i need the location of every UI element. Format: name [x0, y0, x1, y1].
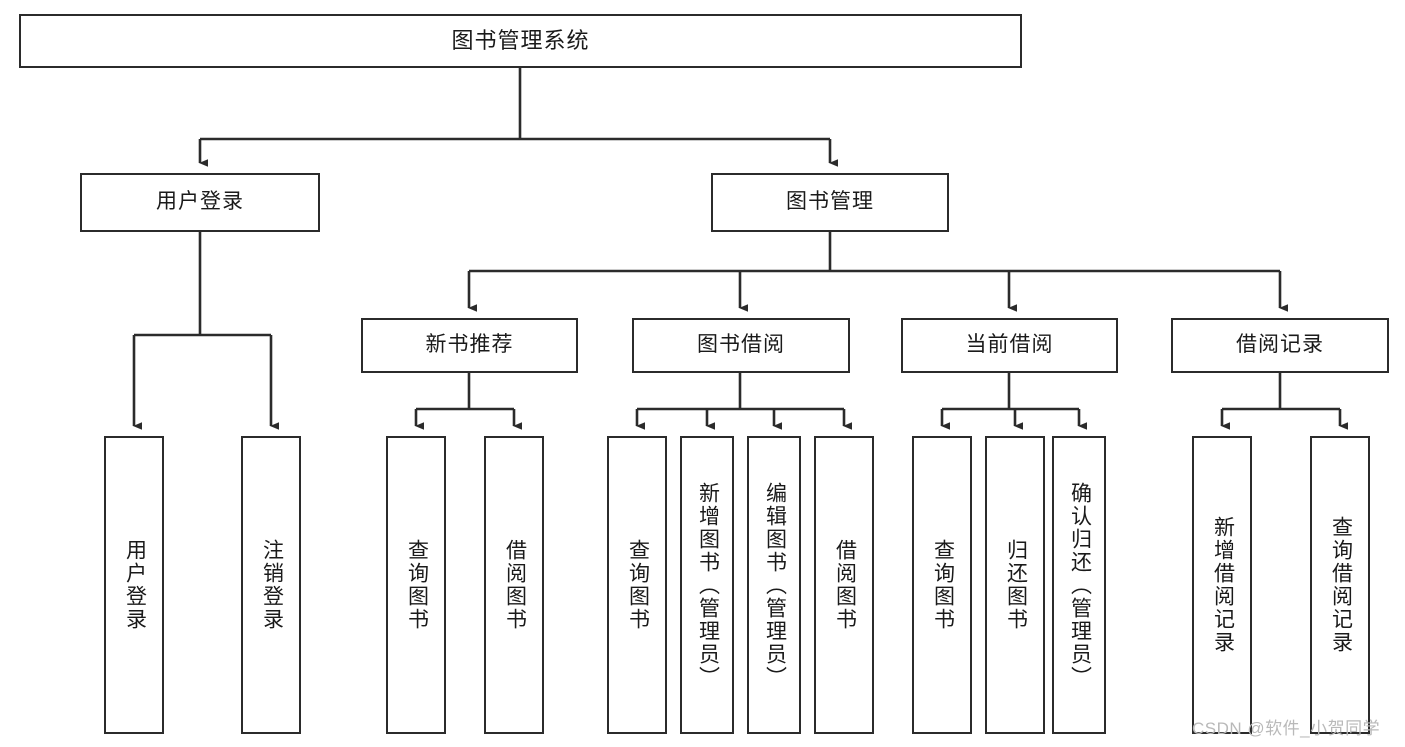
node-leaf-add-book-label: 新增图书（管理员）: [696, 481, 720, 689]
node-book-borrow-label: 图书借阅: [697, 333, 785, 357]
node-leaf-confirm-return[interactable]: 确认归还（管理员）: [1052, 436, 1106, 734]
node-book-manage[interactable]: 图书管理: [711, 173, 949, 232]
node-leaf-add-book[interactable]: 新增图书（管理员）: [680, 436, 734, 734]
node-new-book-rec-label: 新书推荐: [425, 333, 514, 357]
node-user-login[interactable]: 用户登录: [80, 173, 320, 232]
node-leaf-borrow-book-2[interactable]: 借阅图书: [814, 436, 874, 734]
node-leaf-query-book-2[interactable]: 查询图书: [607, 436, 667, 734]
node-leaf-edit-book[interactable]: 编辑图书（管理员）: [747, 436, 801, 734]
node-leaf-query-book-1[interactable]: 查询图书: [386, 436, 446, 734]
node-leaf-borrow-book-1-label: 借阅图书: [503, 539, 527, 631]
node-leaf-confirm-return-label: 确认归还（管理员）: [1068, 481, 1092, 689]
node-current-borrow[interactable]: 当前借阅: [901, 318, 1118, 373]
node-leaf-query-record-label: 查询借阅记录: [1329, 516, 1353, 654]
node-leaf-logout[interactable]: 注销登录: [241, 436, 301, 734]
node-leaf-return-book-label: 归还图书: [1004, 539, 1028, 631]
csdn-watermark: CSDN @软件_小贺同学: [1192, 719, 1381, 738]
node-leaf-query-book-3-label: 查询图书: [931, 539, 955, 631]
node-leaf-query-book-1-label: 查询图书: [405, 539, 429, 631]
node-leaf-add-record[interactable]: 新增借阅记录: [1192, 436, 1252, 734]
node-leaf-borrow-book-1[interactable]: 借阅图书: [484, 436, 544, 734]
node-user-login-label: 用户登录: [156, 190, 244, 214]
node-leaf-query-record[interactable]: 查询借阅记录: [1310, 436, 1370, 734]
node-book-manage-label: 图书管理: [786, 190, 874, 214]
node-book-borrow[interactable]: 图书借阅: [632, 318, 850, 373]
node-borrow-record[interactable]: 借阅记录: [1171, 318, 1389, 373]
node-new-book-rec[interactable]: 新书推荐: [361, 318, 578, 373]
node-root[interactable]: 图书管理系统: [19, 14, 1022, 68]
node-leaf-add-record-label: 新增借阅记录: [1211, 516, 1235, 654]
node-leaf-return-book[interactable]: 归还图书: [985, 436, 1045, 734]
node-leaf-user-login-label: 用户登录: [123, 539, 147, 631]
node-leaf-query-book-3[interactable]: 查询图书: [912, 436, 972, 734]
node-borrow-record-label: 借阅记录: [1236, 333, 1324, 357]
node-leaf-edit-book-label: 编辑图书（管理员）: [763, 481, 787, 689]
node-leaf-user-login[interactable]: 用户登录: [104, 436, 164, 734]
node-leaf-borrow-book-2-label: 借阅图书: [833, 539, 857, 631]
node-current-borrow-label: 当前借阅: [965, 333, 1054, 357]
node-leaf-logout-label: 注销登录: [260, 539, 284, 631]
node-leaf-query-book-2-label: 查询图书: [626, 539, 650, 631]
node-root-label: 图书管理系统: [451, 28, 590, 54]
